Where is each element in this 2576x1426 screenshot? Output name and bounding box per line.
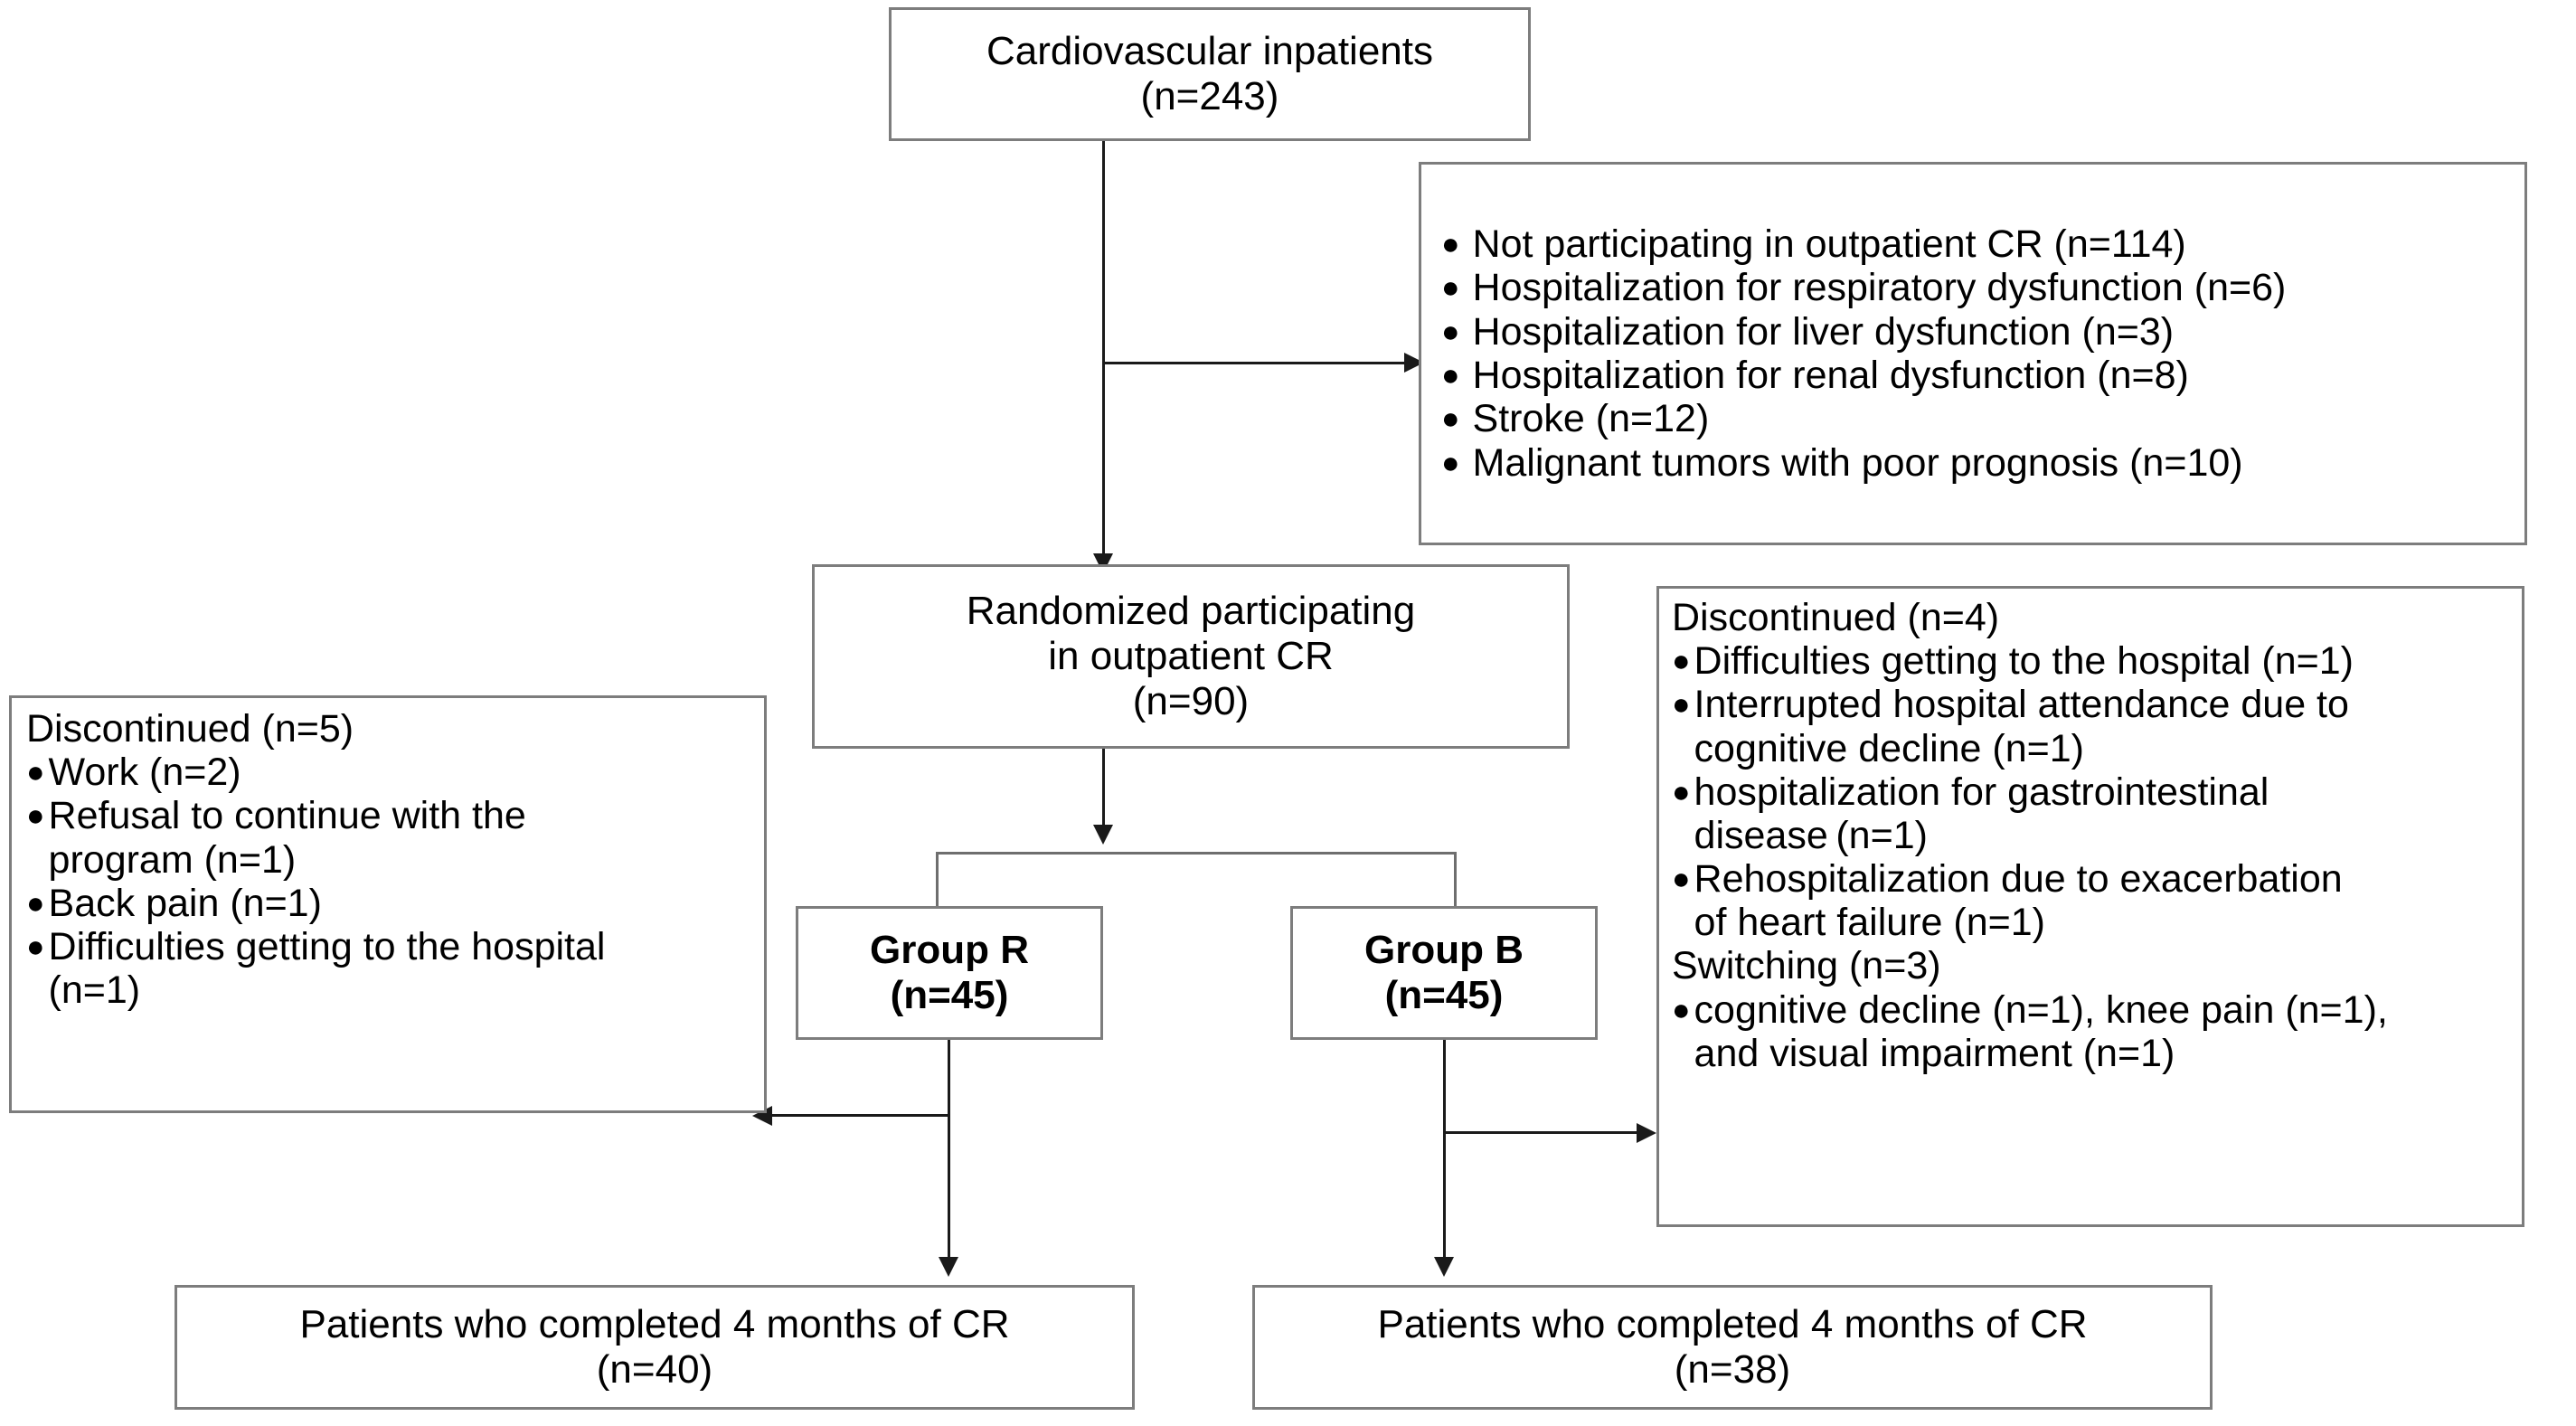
discontinued-left-item: ● Refusal to continue with the program (… (26, 794, 751, 881)
excluded-item-text: Not participating in outpatient CR (n=11… (1472, 222, 2186, 267)
bullet-icon: ● (1441, 445, 1460, 480)
discontinued-right-item-text: Rehospitalization due to exacerbation of… (1694, 857, 2343, 945)
node-discontinued-left: Discontinued (n=5) ● Work (n=2) ● Refusa… (9, 695, 767, 1113)
node-excluded: ● Not participating in outpatient CR (n=… (1419, 162, 2527, 545)
randomized-line-1: Randomized participating (966, 588, 1416, 633)
discontinued-left-item-text: Refusal to continue with the program (n=… (48, 794, 526, 882)
bullet-icon: ● (1441, 270, 1460, 306)
excluded-item: ● Malignant tumors with poor prognosis (… (1441, 441, 2508, 485)
excluded-item-text: Malignant tumors with poor prognosis (n=… (1472, 440, 2243, 485)
bullet-icon: ● (1672, 774, 1691, 809)
node-enrollment: Cardiovascular inpatients (n=243) (889, 7, 1531, 141)
randomized-line-3: (n=90) (1132, 679, 1250, 724)
group-b-line-1: Group B (1364, 927, 1524, 972)
connector-randomized-to-split (1102, 749, 1105, 830)
bullet-icon: ● (1672, 992, 1691, 1027)
node-randomized: Randomized participating in outpatient C… (812, 564, 1570, 749)
bullet-icon: ● (26, 755, 45, 790)
discontinued-right-item: ● hospitalization for gastrointestinal d… (1672, 770, 2511, 857)
bullet-icon: ● (26, 930, 45, 964)
node-discontinued-right: Discontinued (n=4) ● Difficulties gettin… (1656, 586, 2524, 1227)
discontinued-right-heading: Discontinued (n=4) (1672, 596, 2000, 639)
bullet-icon: ● (1672, 644, 1691, 679)
discontinued-right-item-text: Difficulties getting to the hospital (n=… (1694, 639, 2354, 684)
bullet-icon: ● (1441, 227, 1460, 262)
completed-right-line-1: Patients who completed 4 months of CR (1377, 1301, 2088, 1346)
group-r-line-2: (n=45) (890, 973, 1009, 1017)
connector-enrollment-to-excluded (1102, 362, 1408, 364)
bullet-icon: ● (1441, 358, 1460, 392)
node-completed-right: Patients who completed 4 months of CR (n… (1252, 1285, 2213, 1410)
discontinued-right-item: ● Interrupted hospital attendance due to… (1672, 683, 2511, 770)
excluded-item-text: Stroke (n=12) (1472, 397, 1710, 441)
discontinued-right-item: ● Difficulties getting to the hospital (… (1672, 639, 2511, 683)
arrow-group-r-to-completed (939, 1257, 958, 1277)
discontinued-right-item-text: Interrupted hospital attendance due to c… (1694, 683, 2349, 770)
excluded-item: ● Not participating in outpatient CR (n=… (1441, 222, 2508, 266)
completed-left-line-2: (n=40) (596, 1347, 713, 1392)
discontinued-right-sub-item: ● cognitive decline (n=1), knee pain (n=… (1672, 988, 2511, 1075)
excluded-item-text: Hospitalization for liver dysfunction (n… (1472, 309, 2175, 354)
connector-group-r-down (948, 1040, 950, 1266)
node-group-r: Group R (n=45) (796, 906, 1103, 1040)
split-bar-right-drop (1454, 852, 1457, 908)
enrollment-line-2: (n=243) (1140, 74, 1279, 118)
arrow-group-b-to-discontinued (1637, 1123, 1656, 1143)
bullet-icon: ● (1672, 862, 1691, 897)
discontinued-left-item: ● Back pain (n=1) (26, 882, 751, 925)
completed-left-line-1: Patients who completed 4 months of CR (299, 1301, 1010, 1346)
discontinued-right-subheading: Switching (n=3) (1672, 944, 1941, 988)
excluded-item: ● Hospitalization for respiratory dysfun… (1441, 266, 2508, 309)
split-bar-left-drop (936, 852, 939, 908)
excluded-item: ● Stroke (n=12) (1441, 397, 2508, 440)
node-group-b: Group B (n=45) (1290, 906, 1598, 1040)
excluded-item-text: Hospitalization for respiratory dysfunct… (1472, 266, 2287, 310)
bullet-icon: ● (1441, 314, 1460, 349)
excluded-item: ● Hospitalization for liver dysfunction … (1441, 310, 2508, 354)
bullet-icon: ● (26, 798, 45, 834)
group-b-line-2: (n=45) (1384, 973, 1504, 1017)
excluded-item: ● Hospitalization for renal dysfunction … (1441, 354, 2508, 397)
connector-group-b-to-discontinued (1443, 1131, 1638, 1134)
discontinued-left-item: ● Difficulties getting to the hospital (… (26, 925, 751, 1012)
arrow-group-b-to-completed (1434, 1257, 1454, 1277)
discontinued-left-item: ● Work (n=2) (26, 751, 751, 794)
discontinued-right-item: ● Rehospitalization due to exacerbation … (1672, 857, 2511, 944)
split-bar (936, 852, 1457, 855)
enrollment-line-1: Cardiovascular inpatients (986, 28, 1434, 73)
discontinued-left-item-text: Work (n=2) (48, 751, 241, 795)
randomized-line-2: in outpatient CR (1048, 633, 1334, 678)
completed-right-line-2: (n=38) (1674, 1347, 1791, 1392)
connector-group-b-down (1443, 1040, 1446, 1266)
discontinued-right-sub-item-text: cognitive decline (n=1), knee pain (n=1)… (1694, 987, 2388, 1075)
discontinued-left-item-text: Back pain (n=1) (48, 881, 322, 925)
connector-group-r-to-discontinued (772, 1114, 950, 1117)
group-r-line-1: Group R (870, 927, 1029, 972)
discontinued-right-item-text: hospitalization for gastrointestinal dis… (1694, 770, 2269, 857)
bullet-icon: ● (1441, 401, 1460, 437)
node-completed-left: Patients who completed 4 months of CR (n… (175, 1285, 1135, 1410)
excluded-item-text: Hospitalization for renal dysfunction (n… (1472, 354, 2189, 397)
connector-enrollment-to-randomized (1102, 141, 1105, 564)
discontinued-left-heading: Discontinued (n=5) (26, 707, 354, 751)
bullet-icon: ● (26, 885, 45, 921)
bullet-icon: ● (1672, 687, 1691, 722)
discontinued-left-item-text: Difficulties getting to the hospital (n=… (48, 925, 606, 1013)
arrow-randomized-to-split (1093, 825, 1113, 845)
